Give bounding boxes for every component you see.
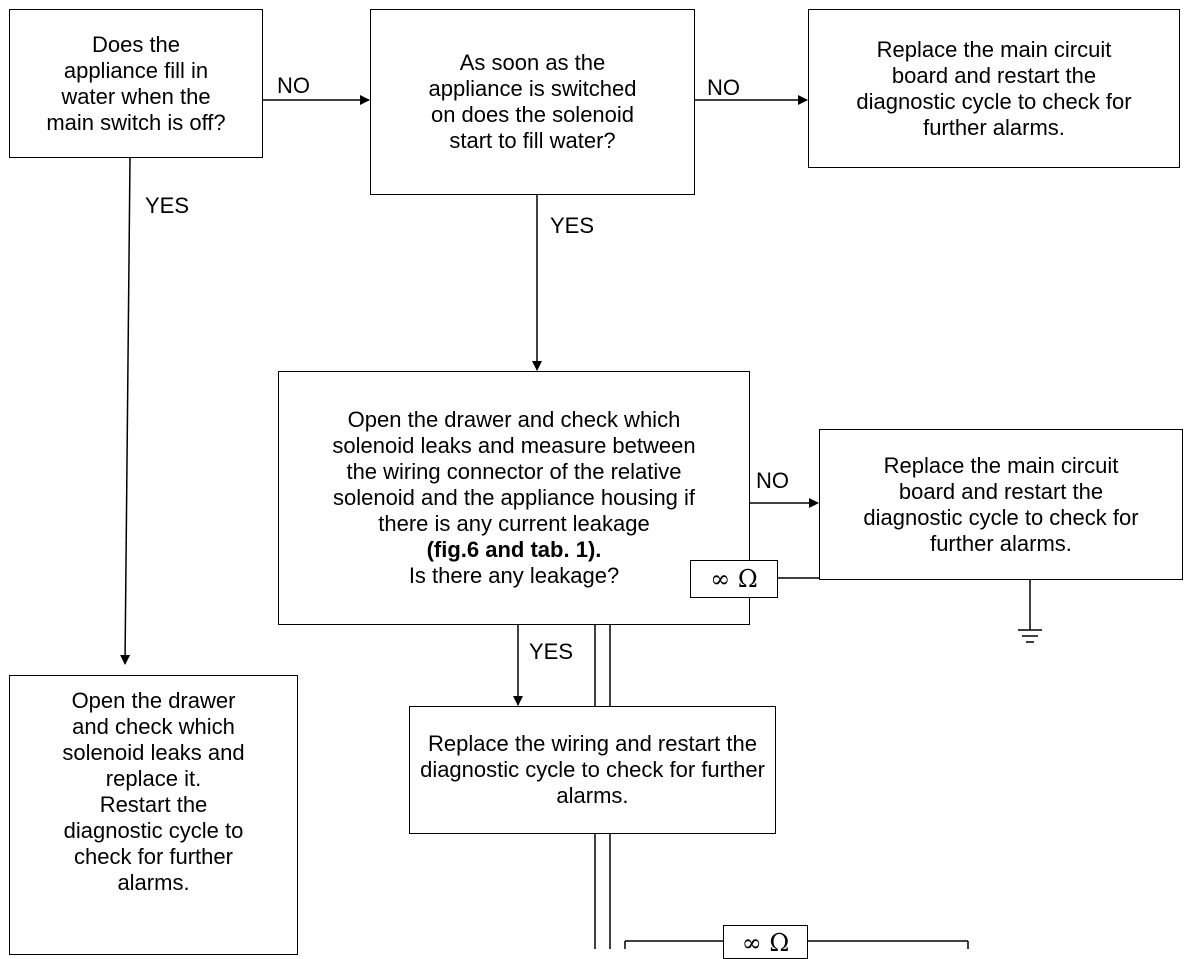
edge-label-no-1: NO	[277, 73, 310, 98]
action-replace-solenoid: Open the drawer and check which solenoid…	[9, 675, 298, 955]
decision-fill-when-off: Does the appliance fill in water when th…	[9, 9, 263, 158]
action-replace-wiring: Replace the wiring and restart the diagn…	[409, 706, 776, 834]
action-replace-wiring-text: Replace the wiring and restart the diagn…	[420, 731, 765, 808]
decision-check-leak: Open the drawer and check which solenoid…	[278, 371, 750, 625]
decision-check-leak-text: Open the drawer and check which solenoid…	[332, 407, 696, 536]
edge-label-yes-2: YES	[550, 213, 595, 238]
resistor-infinite-ohm-1: ∞ Ω	[690, 560, 778, 598]
decision-check-leak-question: Is there any leakage?	[408, 563, 620, 588]
decision-solenoid-fill: As soon as the appliance is switched on …	[370, 9, 695, 195]
action-replace-solenoid-text: Open the drawer and check which solenoid…	[62, 688, 245, 895]
edge-label-no-2: NO	[707, 75, 740, 100]
action-replace-board-1-text: Replace the main circuit board and resta…	[856, 36, 1132, 140]
edge-label-yes-3: YES	[529, 639, 574, 664]
edge-label-yes-1: YES	[145, 193, 190, 218]
action-replace-board-2-text: Replace the main circuit board and resta…	[863, 452, 1139, 556]
arrow-yes-1	[120, 157, 131, 665]
action-replace-board-1: Replace the main circuit board and resta…	[808, 9, 1180, 168]
decision-check-leak-ref: (fig.6 and tab. 1).	[426, 537, 602, 562]
edge-label-no-3: NO	[756, 468, 789, 493]
decision-solenoid-fill-text: As soon as the appliance is switched on …	[428, 50, 637, 153]
decision-fill-when-off-text: Does the appliance fill in water when th…	[46, 31, 226, 135]
action-replace-board-2: Replace the main circuit board and resta…	[819, 429, 1183, 580]
resistor-infinite-ohm-2: ∞ Ω	[723, 925, 808, 959]
